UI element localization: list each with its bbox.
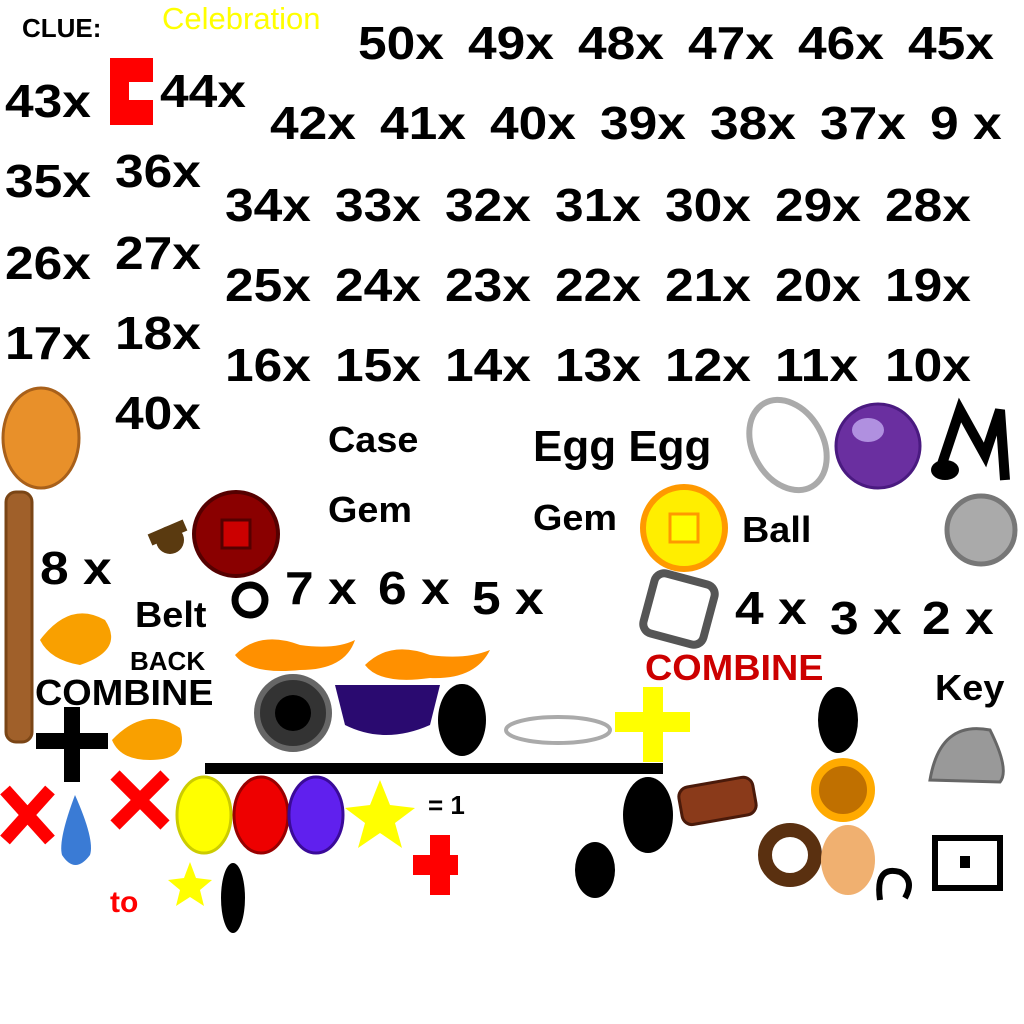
count-label: 47x xyxy=(688,17,774,69)
die-icon xyxy=(932,835,1003,891)
count-label: 30x xyxy=(665,179,751,231)
count-label: 39x xyxy=(600,97,686,149)
divider-line xyxy=(205,763,663,774)
count-label: 41x xyxy=(380,97,466,149)
count-43: 43x xyxy=(5,75,91,127)
count-26: 26x xyxy=(5,237,91,289)
count-label: 50x xyxy=(358,17,444,69)
count-label: 37x xyxy=(820,97,906,149)
black-oval-icon xyxy=(438,684,486,756)
count-17: 17x xyxy=(5,317,91,369)
peach-egg-icon xyxy=(821,825,875,895)
count-label: 38x xyxy=(710,97,796,149)
word-case: Case xyxy=(328,419,419,460)
red-egg-icon xyxy=(232,775,290,855)
count-label: 33x xyxy=(335,179,421,231)
orange-ring-icon xyxy=(811,758,875,822)
count-2: 2 x xyxy=(922,592,994,644)
count-label: 25x xyxy=(225,259,311,311)
donut-icon xyxy=(758,823,822,887)
word-gem: Gem xyxy=(328,489,413,530)
count-label: 34x xyxy=(225,179,311,231)
count-label: 28x xyxy=(885,179,971,231)
count-18: 18x xyxy=(115,307,201,359)
word-back: BACK xyxy=(130,646,206,676)
count-label: 15x xyxy=(335,339,421,391)
water-drop-icon xyxy=(61,795,91,865)
count-label: 22x xyxy=(555,259,641,311)
count-label: 31x xyxy=(555,179,641,231)
hook-icon xyxy=(876,867,912,901)
word-combine-red: COMBINE xyxy=(645,647,824,688)
bowl-icon xyxy=(335,685,440,735)
gray-ball-icon xyxy=(944,493,1018,567)
clue-label: CLUE: xyxy=(22,13,102,43)
count-label: 23x xyxy=(445,259,531,311)
red-c-icon xyxy=(110,58,153,125)
count-label: 42x xyxy=(270,97,356,149)
count-label: 49x xyxy=(468,17,554,69)
rock-icon xyxy=(928,727,1005,784)
stick-icon xyxy=(4,490,34,744)
count-label: 24x xyxy=(335,259,421,311)
count-35: 35x xyxy=(5,155,91,207)
count-label: 46x xyxy=(798,17,884,69)
count-label: 14x xyxy=(445,339,531,391)
log-icon xyxy=(677,775,758,827)
count-8: 8 x xyxy=(40,542,112,594)
word-key: Key xyxy=(935,667,1005,708)
count-3: 3 x xyxy=(830,592,902,644)
red-x-icon xyxy=(0,785,55,845)
count-label: 10x xyxy=(885,339,971,391)
red-x-icon-2 xyxy=(110,770,170,830)
word-egg-egg: Egg Egg xyxy=(533,422,712,471)
star-icon xyxy=(345,780,415,848)
word-gem-2: Gem xyxy=(533,497,618,538)
count-label: 32x xyxy=(445,179,531,231)
count-label: 13x xyxy=(555,339,641,391)
count-label: 45x xyxy=(908,17,994,69)
buckle-icon xyxy=(639,569,719,649)
word-combine: COMBINE xyxy=(35,672,214,713)
purple-egg-icon xyxy=(287,775,345,855)
count-label: 11x xyxy=(775,339,859,391)
count-5: 5 x xyxy=(472,572,544,624)
count-44: 44x xyxy=(160,65,246,117)
count-label: 29x xyxy=(775,179,861,231)
count-40: 40x xyxy=(115,387,201,439)
egg-icon xyxy=(1,386,81,490)
word-ball: Ball xyxy=(742,509,812,550)
yellow-egg-icon xyxy=(175,775,233,855)
purple-ball-icon xyxy=(834,402,922,490)
word-belt: Belt xyxy=(135,594,207,635)
count-label: 12x xyxy=(665,339,751,391)
ring-icon xyxy=(231,581,269,619)
count-6: 6 x xyxy=(378,562,450,614)
count-label: 9 x xyxy=(930,97,1002,149)
count-label: 40x xyxy=(490,97,576,149)
count-label: 20x xyxy=(775,259,861,311)
star-icon-2 xyxy=(168,862,212,906)
count-label: 21x xyxy=(665,259,751,311)
music-note-icon xyxy=(935,397,1010,481)
word-to: to xyxy=(110,886,139,919)
coil-icon xyxy=(504,715,612,745)
clue-word: Celebration xyxy=(162,1,321,36)
count-label: 19x xyxy=(885,259,971,311)
leaf-icon xyxy=(40,613,112,665)
count-36: 36x xyxy=(115,145,201,197)
count-7: 7 x xyxy=(285,562,357,614)
count-4: 4 x xyxy=(735,582,807,634)
equals-one: = 1 xyxy=(428,790,465,820)
count-label: 48x xyxy=(578,17,664,69)
count-label: 16x xyxy=(225,339,311,391)
count-27: 27x xyxy=(115,227,201,279)
flame-icon xyxy=(235,639,355,671)
rope-coil-icon xyxy=(746,396,830,494)
